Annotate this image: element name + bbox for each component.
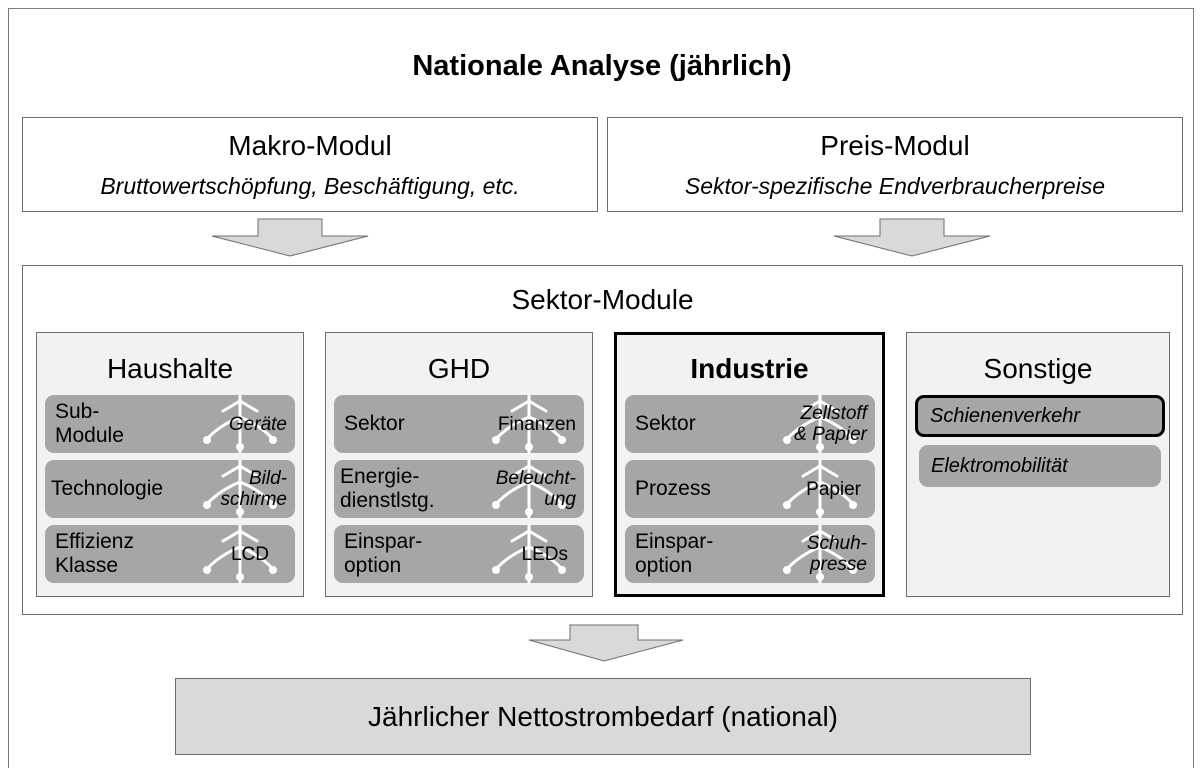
tree-icon [203,460,277,518]
row-label: Effizienz Klasse [55,530,134,577]
row-label: Einspar- option [344,530,423,577]
row-value: Zellstoff & Papier [794,403,867,445]
arrow-sektor-down [528,624,684,662]
sector-title: Sonstige [983,353,1093,384]
sector-ghd: GHD Sektor Finanzen Energie- dienstlstg.… [325,332,593,597]
makro-modul-name: Makro-Modul [228,130,392,161]
hierarchy-row-sektor: Sektor Zellstoff & Papier [625,395,875,453]
tree-icon [492,460,566,518]
sector-title: Haushalte [106,353,234,384]
row-label: Energie- dienstlstg. [340,465,435,512]
hierarchy-row-sektor: Sektor Finanzen [334,395,584,453]
result-box: Jährlicher Nettostrombedarf (national) [175,678,1031,755]
tree-icon [203,395,277,453]
row-value: LCD [230,543,269,565]
hierarchy-row-submodule: Sub- Module Geräte [45,395,295,453]
row-label: Sektor [344,412,405,435]
sector-title: Industrie [690,353,809,384]
hierarchy-row-energiedienstleistung: Energie- dienstlstg. Beleucht- ung [334,460,584,518]
hierarchy-row-prozess: Prozess Papier [625,460,875,518]
row-label: Sub- Module [55,400,124,447]
tree-icon [203,525,277,583]
row-value: Schuh- presse [806,533,867,575]
row-value: Bild- schirme [220,468,287,510]
preis-modul-box: Preis-Modul Sektor-spezifische Endverbra… [607,117,1183,212]
row-value: Geräte [228,413,287,435]
sector-sonstige: Sonstige Schienenverkehr Elektromobilitä… [906,332,1170,597]
row-label: Prozess [635,477,711,500]
makro-modul-sub: Bruttowertschöpfung, Beschäftigung, etc. [100,173,520,199]
preis-modul-sub: Sektor-spezifische Endverbraucherpreise [684,173,1106,199]
tree-icon [492,395,566,453]
item-elektromobilitaet: Elektromobilität [919,445,1161,487]
sektor-module-title: Sektor-Module [511,284,694,315]
tree-icon [492,525,566,583]
tree-icon [783,525,857,583]
row-label: Einspar- option [635,530,714,577]
makro-modul-box: Makro-Modul Bruttowertschöpfung, Beschäf… [22,117,598,212]
row-value: LEDs [521,543,568,565]
hierarchy-row-technologie: Technologie Bild- schirme [45,460,295,518]
sector-industrie: Industrie Sektor Zellstoff & Papier Proz… [614,332,885,597]
hierarchy-row-einsparoption: Einspar- option Schuh- presse [625,525,875,583]
outer-frame [8,8,1194,768]
row-value: Finanzen [497,413,576,435]
diagram-title: Nationale Analyse (jährlich) [412,50,792,82]
result-text: Jährlicher Nettostrombedarf (national) [368,700,838,732]
preis-modul-name: Preis-Modul [820,130,970,161]
arrow-preis-down [833,218,991,257]
tree-icon [783,460,857,518]
tree-icon [783,395,857,453]
item-schienenverkehr: Schienenverkehr [915,395,1165,437]
hierarchy-row-effizienz: Effizienz Klasse LCD [45,525,295,583]
row-value: Beleucht- ung [495,468,576,510]
hierarchy-row-einsparoption: Einspar- option LEDs [334,525,584,583]
row-value: Papier [806,478,861,500]
sector-haushalte: Haushalte Sub- Module Geräte Technologie… [36,332,304,597]
arrow-makro-down [211,218,369,257]
row-label: Technologie [51,477,164,500]
sector-title: GHD [427,353,491,384]
row-label: Sektor [635,412,696,435]
